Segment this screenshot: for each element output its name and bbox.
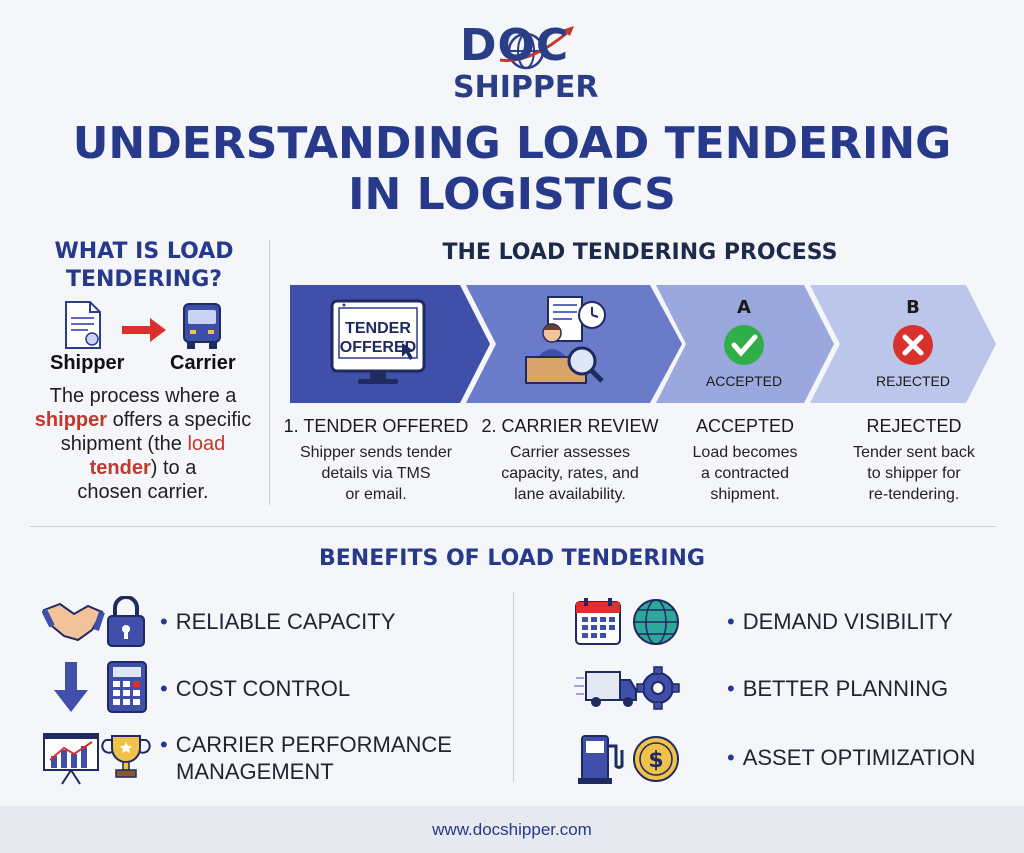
truck-gear-icon [574, 666, 680, 710]
carrier-label: Carrier [170, 352, 236, 374]
arrow-right-icon [122, 318, 166, 342]
x-mark-icon [902, 334, 924, 356]
benefit-asset-optimization: • ASSET OPTIMIZATION [727, 744, 975, 771]
step-2-desc-line-3: lane availability. [514, 486, 626, 503]
shipper-carrier-graphic: Shipper Carrier [40, 300, 260, 380]
truck-icon [183, 303, 221, 349]
step-1-desc-line-1: Shipper sends tender [299, 444, 453, 461]
bullet: • [727, 609, 735, 634]
bullet: • [727, 676, 735, 701]
what-is-heading-line-2: TENDERING? [65, 267, 223, 292]
desc-part-3: shipment (the [60, 433, 182, 455]
step-3-desc: Load becomes a contracted shipment. [670, 442, 820, 505]
chart-trophy-icon [43, 733, 151, 785]
calendar-globe-icon [575, 598, 679, 645]
benefit-label: DEMAND VISIBILITY [742, 609, 953, 634]
step-1-title: 1. TENDER OFFERED [283, 416, 469, 436]
benefit-label-line-2: MANAGEMENT [176, 759, 334, 784]
logo-doc-text: DOC [460, 20, 570, 71]
rejected-chevron-label: REJECTED [876, 373, 950, 389]
desc-part-5: chosen carrier. [77, 481, 209, 503]
step-1-desc-line-3: or email. [345, 486, 407, 503]
fuel-pump-dollar-icon: $ [578, 735, 679, 784]
section-divider-horizontal [30, 526, 996, 527]
step-2-title: 2. CARRIER REVIEW [481, 416, 659, 436]
step-1-desc-line-2: details via TMS [321, 465, 431, 482]
handshake-lock-icon [42, 596, 145, 647]
bullet: • [160, 609, 168, 634]
step-4-desc-line-3: re-tendering. [868, 486, 960, 503]
title-line-2: IN LOGISTICS [348, 169, 676, 220]
desc-highlight-shipper: shipper [34, 409, 108, 431]
check-circle-icon [724, 325, 764, 365]
benefits-heading: BENEFITS OF LOAD TENDERING [319, 546, 705, 571]
title-line-1: UNDERSTANDING LOAD TENDERING [72, 118, 952, 169]
badge-a: A [737, 297, 751, 318]
benefit-better-planning: • BETTER PLANNING [727, 675, 948, 702]
benefit-label: RELIABLE CAPACITY [175, 609, 396, 634]
process-chevron-flow: TENDER OFFERED A ACCEPTED B REJECTED [290, 285, 996, 403]
benefit-reliable-capacity: • RELIABLE CAPACITY [160, 608, 395, 635]
step-4-desc-line-1: Tender sent back [853, 444, 975, 461]
desc-highlight-tender: tender [89, 457, 151, 479]
step-4-desc-line-2: to shipper for [867, 465, 961, 482]
benefit-carrier-performance: • CARRIER PERFORMANCE MANAGEMENT [160, 731, 452, 785]
step-2-desc-line-1: Carrier assesses [509, 444, 631, 461]
screen-text-tender: TENDER [345, 320, 411, 337]
step-2-desc: Carrier assesses capacity, rates, and la… [474, 442, 666, 505]
desc-part-1: The process where a [49, 385, 237, 407]
step-4-desc: Tender sent back to shipper for re-tende… [836, 442, 992, 505]
page-title: UNDERSTANDING LOAD TENDERING IN LOGISTIC… [0, 118, 1024, 220]
step-1-desc: Shipper sends tender details via TMS or … [280, 442, 472, 505]
step-2-desc-line-2: capacity, rates, and [501, 465, 639, 482]
section-divider-vertical [269, 240, 270, 505]
benefit-label: COST CONTROL [175, 676, 351, 701]
desc-highlight-load: load [187, 433, 226, 455]
step-3-desc-line-2: a contracted [700, 465, 790, 482]
what-is-heading-line-1: WHAT IS LOAD [54, 239, 234, 264]
screen-text-offered: OFFERED [340, 339, 416, 356]
chevron-step-2 [466, 285, 682, 403]
docshipper-logo: DOC SHIPPER [450, 18, 598, 110]
benefit-label: CARRIER PERFORMANCE [175, 732, 452, 757]
what-is-description: The process where a shipper offers a spe… [26, 384, 260, 504]
footer: www.docshipper.com [0, 806, 1024, 853]
checkmark-icon [731, 334, 758, 357]
accepted-chevron-label: ACCEPTED [706, 373, 782, 389]
bullet: • [160, 676, 168, 701]
monitor-icon [330, 299, 426, 384]
step-3-desc-line-3: shipment. [710, 486, 780, 503]
logo-shipper-text: SHIPPER [453, 70, 599, 105]
bullet: • [727, 745, 735, 770]
step-4-title: REJECTED [866, 416, 962, 436]
footer-url-link[interactable]: www.docshipper.com [432, 820, 592, 839]
step-3-title: ACCEPTED [695, 416, 794, 436]
document-icon [65, 301, 101, 349]
benefit-cost-control: • COST CONTROL [160, 675, 350, 702]
benefit-label: BETTER PLANNING [742, 676, 949, 701]
badge-b: B [906, 297, 920, 318]
globe-plane-icon [499, 26, 574, 70]
benefit-demand-visibility: • DEMAND VISIBILITY [727, 608, 953, 635]
benefits-divider [513, 592, 514, 782]
arrow-down-calculator-icon [54, 661, 147, 713]
desc-part-4: ) to a [150, 457, 197, 479]
what-is-heading: WHAT IS LOAD TENDERING? [30, 238, 258, 294]
step-3-desc-line-1: Load becomes [692, 444, 798, 461]
shipper-label: Shipper [50, 352, 125, 374]
reviewer-magnifier-icon [525, 296, 606, 384]
benefit-label: ASSET OPTIMIZATION [742, 745, 976, 770]
svg-text:$: $ [648, 748, 663, 773]
desc-part-2: offers a specific [112, 409, 252, 431]
process-heading: THE LOAD TENDERING PROCESS [442, 240, 838, 265]
bullet: • [160, 732, 168, 757]
